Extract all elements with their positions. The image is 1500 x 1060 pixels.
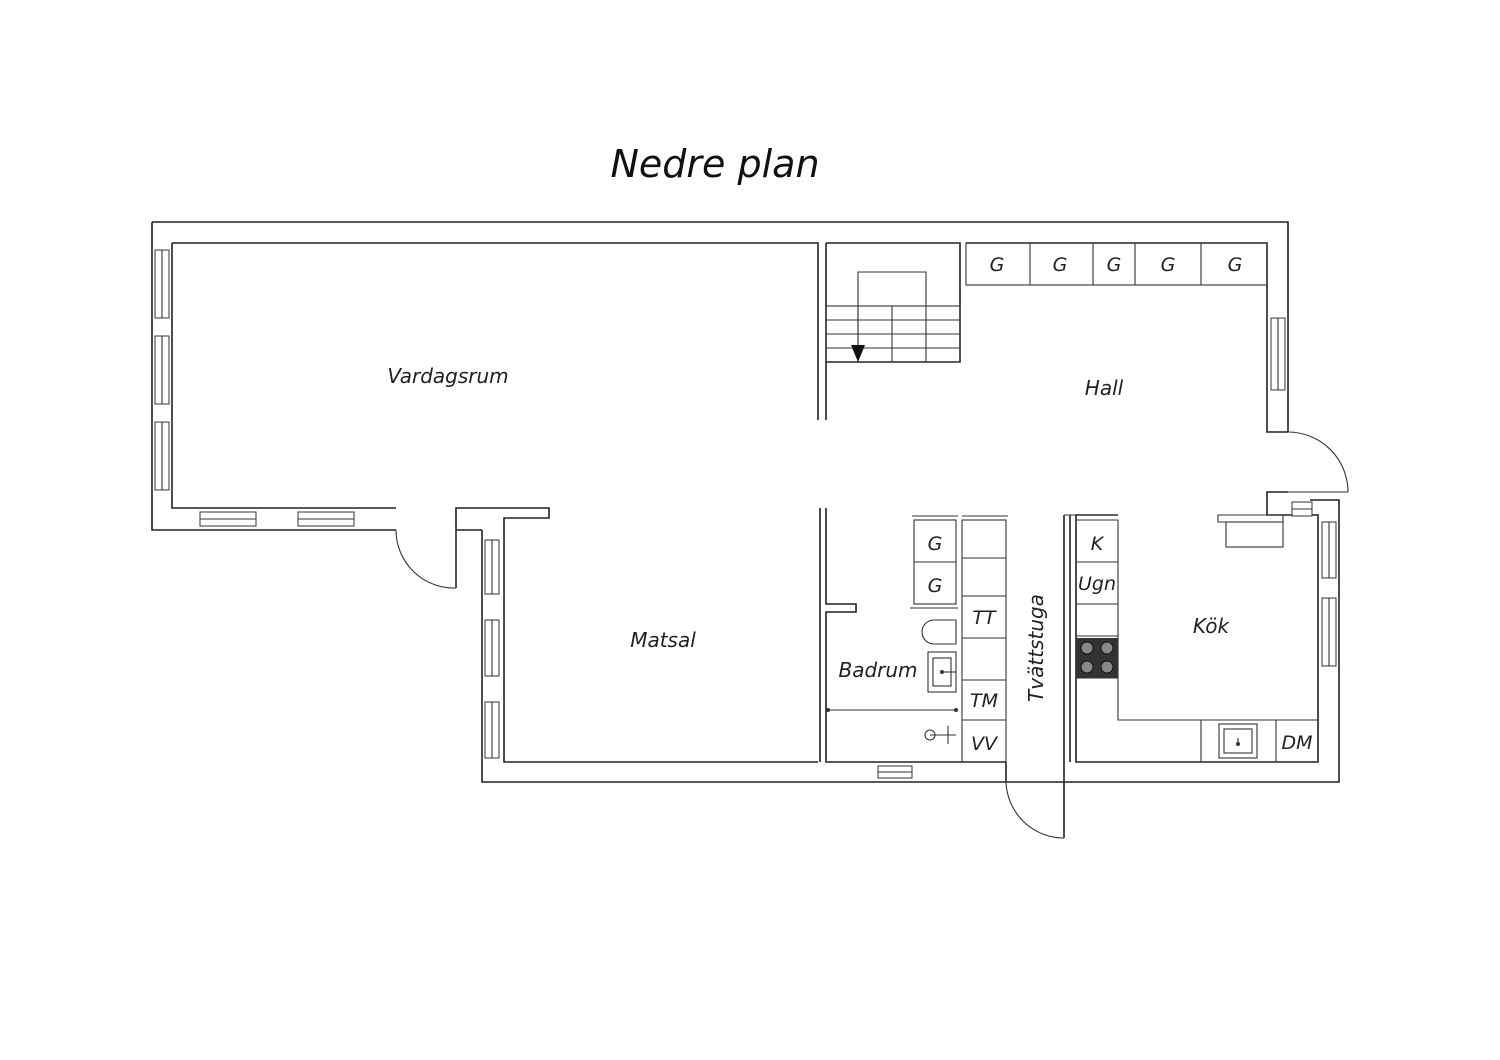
bath-wardrobe-label-2: G <box>928 575 943 597</box>
room-label-badrum: Badrum <box>838 658 917 682</box>
toilet-icon <box>921 619 957 645</box>
room-label-hall: Hall <box>1085 376 1124 400</box>
staircase <box>825 271 961 363</box>
washing-machine-label: TM <box>970 690 998 712</box>
room-label-vardagsrum: Vardagsrum <box>387 364 508 388</box>
hall-wardrobe-label-5: G <box>1228 254 1243 276</box>
tumble-dryer-label: TT <box>972 607 997 629</box>
dishwasher-label: DM <box>1281 732 1312 754</box>
doors <box>395 431 1349 839</box>
water-heater-label: VV <box>971 733 999 755</box>
plan-title: Nedre plan <box>610 142 819 186</box>
stair-down-arrow-icon <box>851 345 865 362</box>
hall-wardrobe-label-2: G <box>1053 254 1068 276</box>
room-label-matsal: Matsal <box>630 628 696 652</box>
hall-wardrobe-label-1: G <box>990 254 1005 276</box>
windows <box>154 249 1337 779</box>
bathroom-fixtures: G G <box>826 515 958 744</box>
bath-wardrobe-label-1: G <box>928 533 943 555</box>
hall-wardrobe-label-4: G <box>1161 254 1176 276</box>
kitchen-fixtures: K Ugn DM <box>1064 514 1318 762</box>
laundry-fixtures: TT TM VV <box>961 515 1008 763</box>
room-label-kok: Kök <box>1193 614 1231 638</box>
room-labels: Vardagsrum Hall Matsal Badrum Kök Tvätts… <box>387 364 1230 702</box>
oven-label: Ugn <box>1078 573 1116 595</box>
walls <box>151 221 1340 838</box>
hall-wardrobes: G G G G G <box>965 242 1268 286</box>
room-label-tvattstuga: Tvättstuga <box>1024 594 1048 702</box>
hall-wardrobe-label-3: G <box>1107 254 1122 276</box>
kitchen-sink-icon <box>1218 723 1258 759</box>
fridge-label: K <box>1091 533 1105 555</box>
